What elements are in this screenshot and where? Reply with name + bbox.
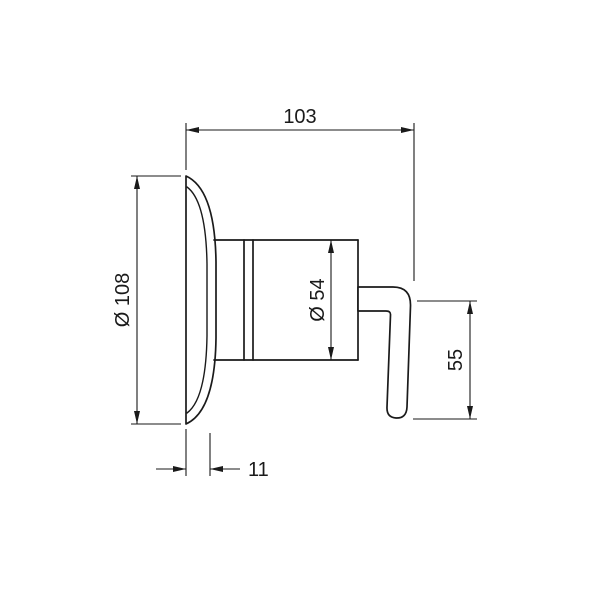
dimension-plate-diameter: Ø 108 — [112, 175, 181, 425]
valve-side-view — [185, 175, 412, 425]
arrowhead-down — [467, 406, 473, 419]
arrowhead-right — [401, 127, 414, 133]
arrowhead-up — [134, 176, 140, 189]
arrowhead-up — [467, 301, 473, 314]
arrowhead-right — [173, 466, 186, 472]
dim-plate-diameter-label: Ø 108 — [112, 273, 134, 327]
dim-width-label: 103 — [283, 106, 316, 128]
dimension-overall-width: 103 — [185, 106, 415, 281]
dim-plate-depth-label: 11 — [248, 459, 269, 481]
arrowhead-down — [328, 347, 334, 360]
dim-body-diameter-label: Ø 54 — [307, 278, 329, 321]
arrowhead-up — [328, 240, 334, 253]
dimension-body-diameter: Ø 54 — [307, 240, 334, 360]
dimension-plate-depth: 11 — [156, 429, 269, 481]
lever-handle-outline — [357, 286, 412, 419]
escutcheon-plate-inner-contour — [186, 186, 208, 414]
arrowhead-left — [186, 127, 199, 133]
arrowhead-left — [210, 466, 223, 472]
dim-handle-height-label: 55 — [445, 349, 467, 371]
arrowhead-down — [134, 411, 140, 424]
escutcheon-plate-outline — [185, 175, 217, 425]
dimension-handle-height: 55 — [413, 300, 477, 420]
